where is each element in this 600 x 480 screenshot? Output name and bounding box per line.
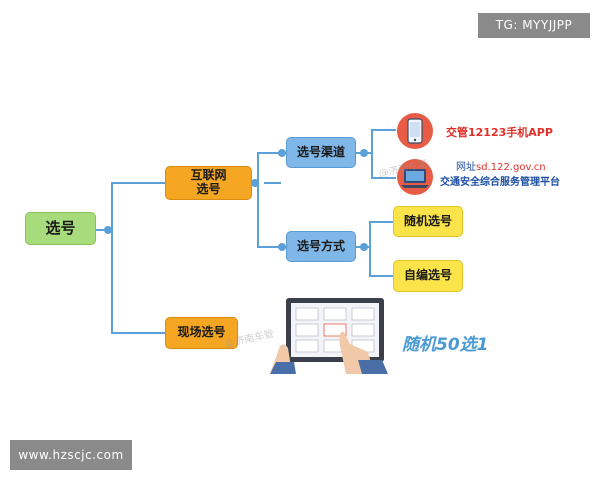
website-name: 交通安全综合服务管理平台	[440, 177, 560, 188]
internet-node-line1: 互联网	[190, 168, 227, 183]
internet-node-line2: 选号	[196, 182, 221, 196]
tablet-selection-icon	[270, 296, 395, 374]
watermark-bottom-left: www.hzscjc.com	[10, 440, 132, 470]
phone-icon	[396, 112, 434, 150]
method-node: 选号方式	[286, 231, 356, 262]
onsite-node: 现场选号	[165, 317, 238, 349]
website-url-line: 网址sd.122.gov.cn	[456, 158, 546, 173]
app-channel-label: 交管12123手机APP	[446, 126, 553, 139]
random-node: 随机选号	[393, 206, 463, 237]
website-channel-label: 网址sd.122.gov.cn 交通安全综合服务管理平台	[440, 158, 600, 188]
watermark-top-right: TG: MYYJJPP	[478, 13, 590, 38]
laptop-icon	[396, 158, 434, 196]
website-url: sd.122.gov.cn	[476, 162, 546, 173]
custom-node: 自编选号	[393, 260, 463, 292]
internet-node: 互联网 选号	[165, 166, 252, 200]
channel-node: 选号渠道	[286, 137, 356, 168]
root-node: 选号	[25, 212, 96, 245]
onsite-selection-label: 随机50选1	[402, 335, 489, 355]
website-prefix: 网址	[456, 162, 476, 173]
